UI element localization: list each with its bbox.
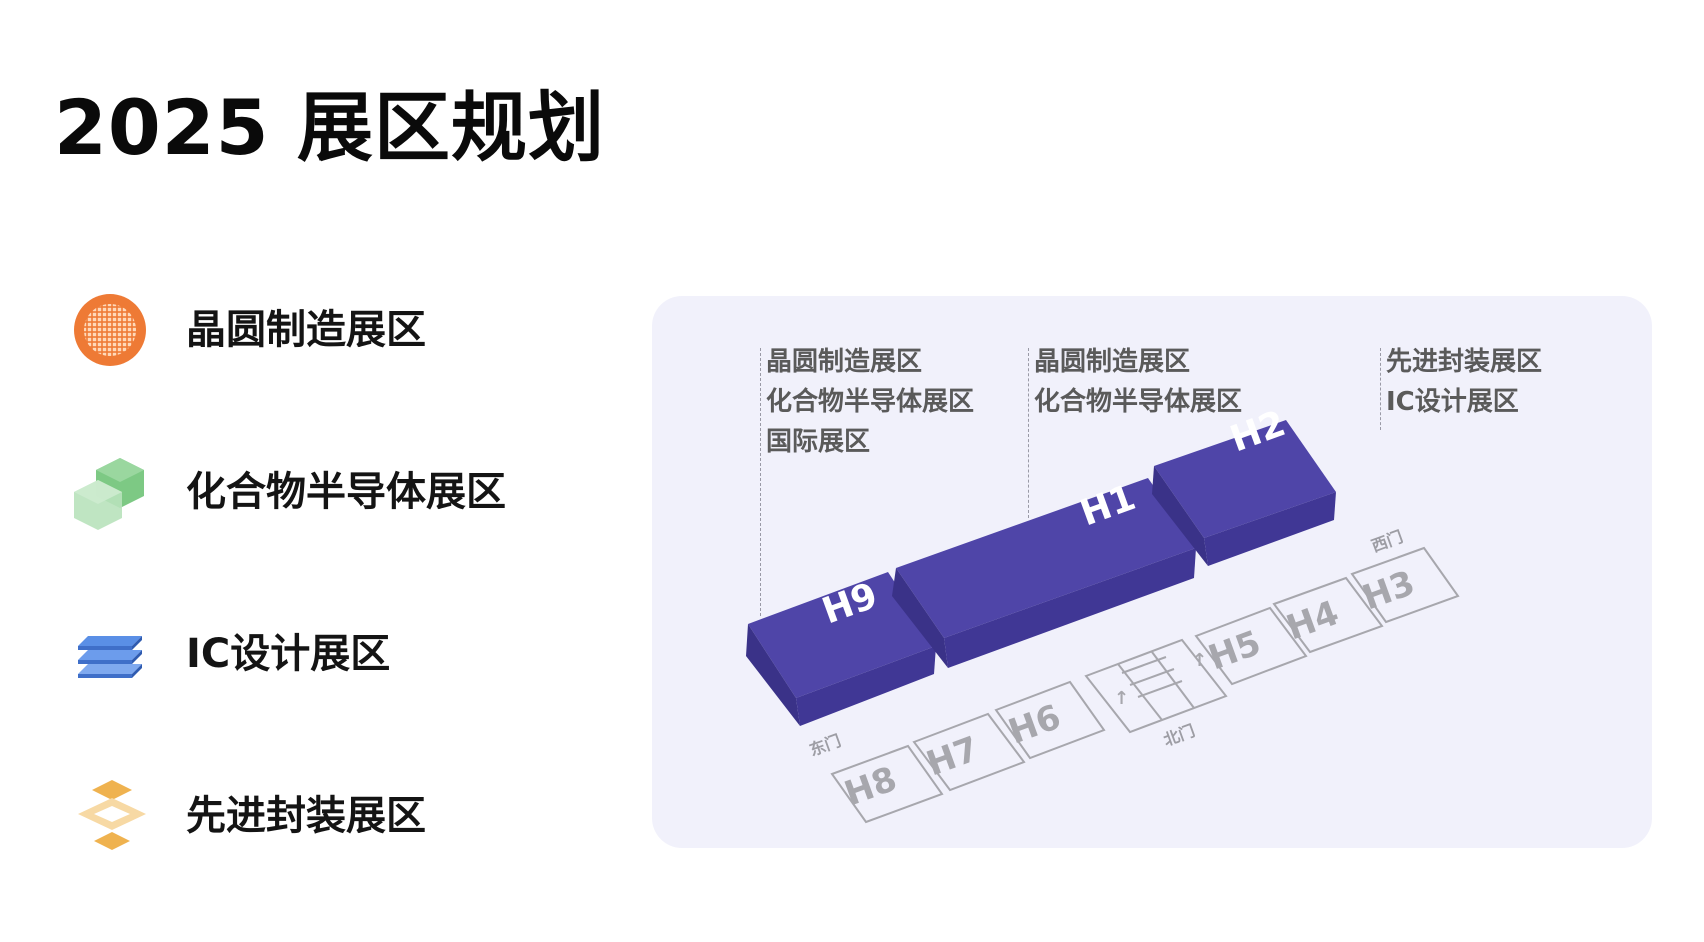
cubes-icon	[72, 454, 148, 530]
north-gate-stripe	[1129, 668, 1175, 686]
north-gate-arrows: ↑ ↑	[1114, 650, 1207, 709]
stack-diamond-icon	[72, 778, 148, 854]
zone-item: IC设计展区	[1386, 387, 1519, 417]
hall-label-h3: H3	[1357, 563, 1420, 618]
hall-top	[748, 572, 936, 698]
leader-line-h2	[1380, 348, 1381, 430]
gate-label-east: 东门	[807, 731, 844, 760]
hall-map-panel: 晶圆制造展区 化合物半导体展区 国际展区 晶圆制造展区 化合物半导体展区 先进封…	[652, 296, 1652, 848]
page-title: 2025 展区规划	[54, 83, 605, 172]
north-gate-stripe	[1121, 656, 1167, 674]
north-gate-divider	[1117, 663, 1163, 721]
layers-icon	[72, 616, 148, 692]
zone-item: 国际展区	[766, 427, 871, 457]
zone-item: 先进封装展区	[1386, 347, 1543, 377]
zone-item: 化合物半导体展区	[766, 387, 975, 417]
hall-side-left	[746, 624, 800, 726]
hall-map: ↑ ↑ H9 H1 H2	[746, 403, 1460, 824]
inactive-halls	[830, 546, 1460, 824]
leader-line-h1	[1028, 348, 1029, 518]
leader-line-h9	[760, 348, 761, 616]
north-gate-divider	[1151, 651, 1195, 709]
hall-outline-h6	[994, 680, 1106, 760]
hall-side-left	[1152, 466, 1208, 566]
legend-label: 晶圆制造展区	[186, 307, 426, 353]
hall-label-h4: H4	[1281, 593, 1344, 648]
legend-label: 化合物半导体展区	[186, 469, 506, 515]
zone-list-h1: 晶圆制造展区 化合物半导体展区	[1034, 342, 1242, 422]
hall-top	[896, 478, 1196, 638]
hall-block-h1	[892, 478, 1196, 668]
legend-label: IC设计展区	[186, 631, 391, 677]
legend-item-compound: 化合物半导体展区	[72, 454, 592, 530]
zone-list-h2: 先进封装展区 IC设计展区	[1386, 342, 1542, 422]
hall-outline-h8	[830, 744, 944, 824]
hall-side-front	[796, 646, 936, 726]
gate-label-west: 西门	[1369, 527, 1406, 556]
legend-label: 先进封装展区	[186, 793, 426, 839]
hall-side-front	[1204, 492, 1336, 566]
zone-list-h9: 晶圆制造展区 化合物半导体展区 国际展区	[766, 342, 974, 462]
hall-outline-h7	[912, 712, 1026, 792]
legend-item-ic: IC设计展区	[72, 616, 592, 692]
arrow-up-icon: ↑	[1114, 688, 1129, 709]
north-gate-block	[1084, 638, 1228, 734]
zone-item: 化合物半导体展区	[1034, 387, 1243, 417]
arrow-up-icon: ↑	[1192, 650, 1207, 671]
wafer-icon	[72, 292, 148, 368]
hall-block-h2	[1152, 420, 1336, 566]
legend-item-wafer: 晶圆制造展区	[72, 292, 592, 368]
hall-label-h5: H5	[1203, 623, 1266, 678]
zone-item: 晶圆制造展区	[766, 347, 923, 377]
gate-label-north: 北门	[1161, 721, 1198, 750]
hall-outline-h3	[1350, 546, 1460, 624]
hall-outline-h4	[1272, 576, 1384, 654]
hall-label-h7: H7	[921, 729, 984, 784]
hall-label-h6: H6	[1003, 697, 1066, 752]
hall-block-h9	[746, 572, 936, 726]
hall-side-front	[944, 548, 1196, 668]
legend-item-packaging: 先进封装展区	[72, 778, 592, 854]
hall-side-left	[892, 568, 948, 668]
north-gate-stripe	[1137, 680, 1183, 698]
zone-item: 晶圆制造展区	[1034, 347, 1191, 377]
hall-top	[1154, 420, 1336, 538]
hall-outline-h5	[1194, 606, 1308, 686]
